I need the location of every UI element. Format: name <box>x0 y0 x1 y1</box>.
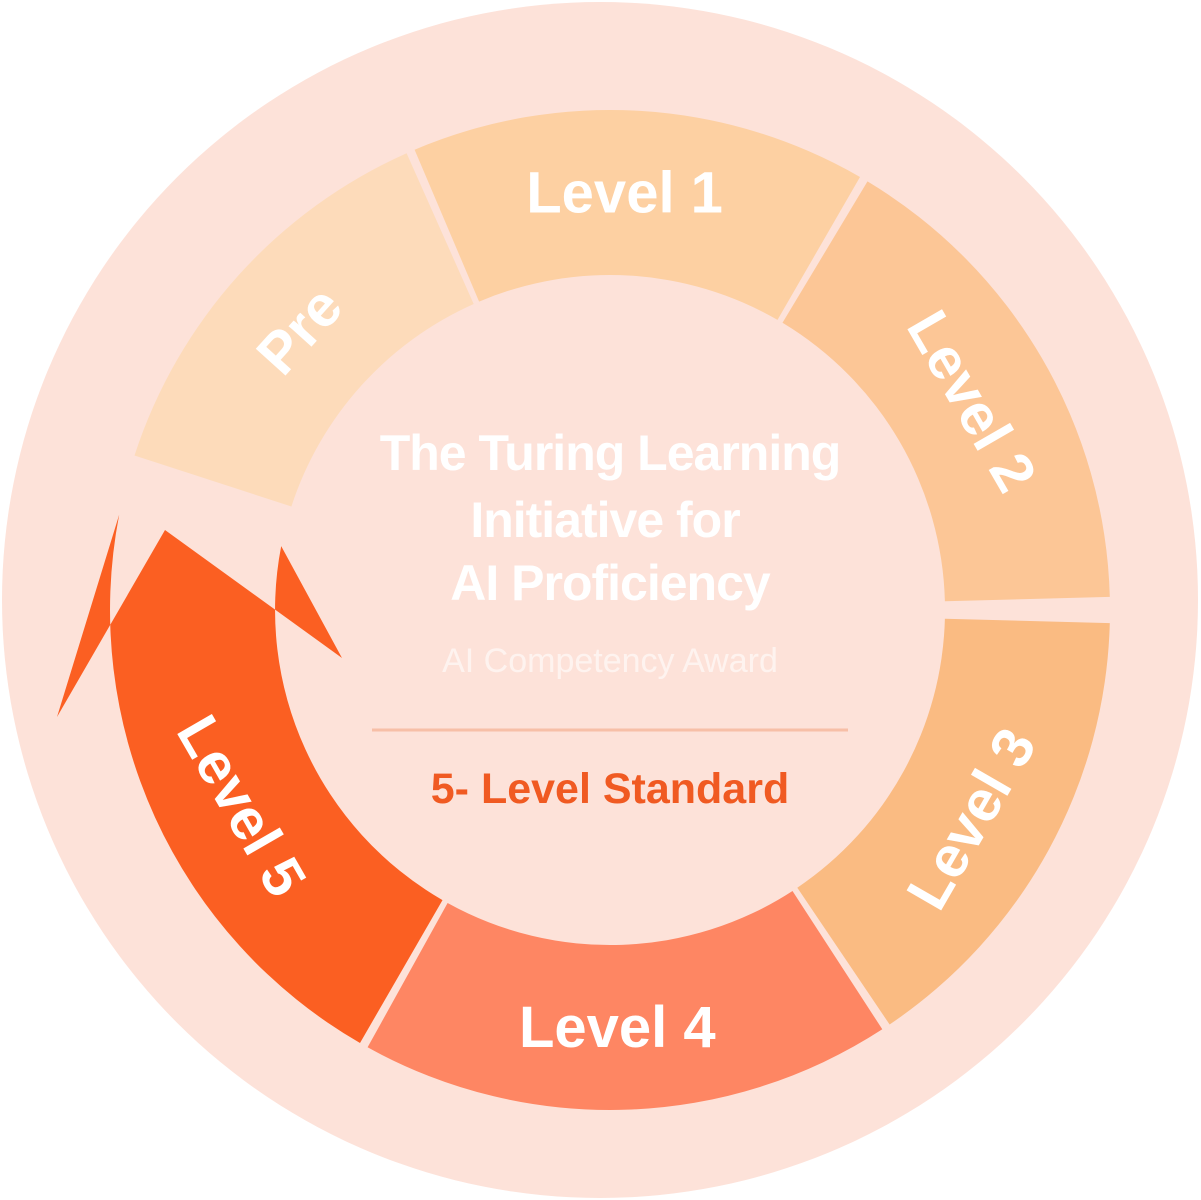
level-segments <box>57 109 1110 1110</box>
segment-level-3[interactable] <box>797 618 1110 1025</box>
center-panel: The Turing Learning Initiative for AI Pr… <box>372 425 848 813</box>
segment-level-1[interactable] <box>414 109 860 320</box>
center-title-line-3: AI Proficiency <box>450 555 771 611</box>
segment-level-4[interactable] <box>367 891 883 1110</box>
center-title-line-1: The Turing Learning <box>380 425 841 481</box>
center-standard-label: 5- Level Standard <box>431 765 789 813</box>
segment-level-2[interactable] <box>782 181 1110 602</box>
label-level-1: Level 1 <box>526 160 723 225</box>
label-level-4: Level 4 <box>519 995 716 1060</box>
segment-pre[interactable] <box>134 153 474 507</box>
center-title-line-2: Initiative for <box>470 492 740 548</box>
center-subtitle: AI Competency Award <box>442 642 778 680</box>
segment-level-5-arrow[interactable] <box>57 514 443 1043</box>
